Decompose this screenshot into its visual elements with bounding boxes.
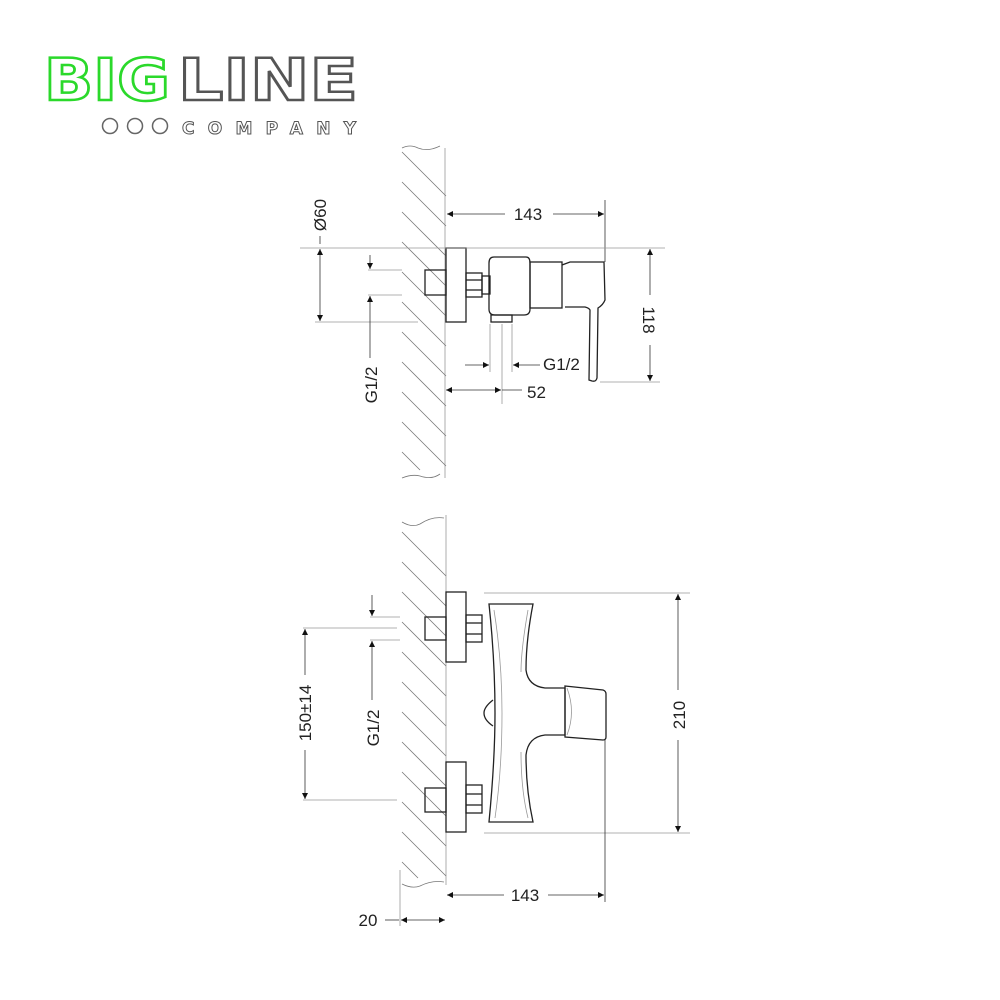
hatch-line <box>401 591 447 637</box>
hatch-line <box>401 151 447 197</box>
mixer-body-front <box>488 603 566 823</box>
front-inlet-thread-label: G1/2 <box>364 710 383 747</box>
hatch-line <box>401 561 447 607</box>
hatch-line <box>401 331 447 377</box>
logo-text-big: BIG <box>44 46 170 114</box>
lever-handle <box>561 261 606 382</box>
hatch-line <box>401 861 419 879</box>
hatch-line <box>401 181 447 227</box>
pipe-stub-top <box>424 616 447 641</box>
hatch-line <box>401 361 447 407</box>
shower-mixer-side <box>424 247 606 382</box>
hatch-line <box>401 621 447 667</box>
wall-section-bottom <box>401 515 447 888</box>
nut-top <box>465 614 483 643</box>
dimensions-side: 143 118 Ø60 G1/2 G1/2 52 <box>300 199 665 404</box>
lever-front <box>564 685 607 741</box>
side-height-label: 118 <box>639 306 658 333</box>
nut-bottom <box>465 784 483 814</box>
outlet-thread-label: G1/2 <box>543 355 580 374</box>
cartridge-housing <box>529 261 563 309</box>
wall-section-top <box>401 145 447 479</box>
logo-text-line: LINE <box>178 46 358 114</box>
logo-circles-icon <box>101 117 169 135</box>
hatch-line <box>401 741 447 787</box>
wall-rosette <box>445 247 467 323</box>
hatch-line <box>401 211 447 257</box>
inlet-spacing-label: 150±14 <box>296 685 315 742</box>
body-knob <box>483 699 494 727</box>
front-width-label: 143 <box>511 886 539 905</box>
rosette-diameter-label: Ø60 <box>311 199 330 231</box>
shower-mixer-front <box>424 591 607 833</box>
dimensions-front: 210 143 20 150±14 G1/2 <box>296 592 690 930</box>
hatch-line <box>401 391 447 437</box>
side-view: 143 118 Ø60 G1/2 G1/2 52 <box>300 145 665 479</box>
hatch-line <box>401 681 447 727</box>
logo-subtitle: COMPANY <box>182 119 357 139</box>
hatch-line <box>401 771 447 817</box>
side-width-label: 143 <box>514 205 542 224</box>
outlet <box>490 314 513 323</box>
hatch-line <box>401 421 447 467</box>
brand-logo: BIG LINE COMPANY <box>43 45 360 140</box>
hatch-line <box>401 241 447 287</box>
hatch-line <box>401 651 447 697</box>
hatch-line <box>401 271 447 317</box>
pipe-stub-bottom <box>424 787 447 813</box>
hatch-line <box>401 451 421 471</box>
hatch-line <box>401 711 447 757</box>
wall-rosette-top <box>445 591 467 663</box>
front-view: 210 143 20 150±14 G1/2 <box>296 515 690 930</box>
mixer-body <box>488 256 531 316</box>
hatch-line <box>401 801 447 847</box>
wall-rosette-bottom <box>445 761 467 833</box>
hatch-line <box>401 301 447 347</box>
hatch-line <box>401 831 447 877</box>
wall-offset-label: 20 <box>359 911 378 930</box>
side-inlet-thread-label: G1/2 <box>362 367 381 404</box>
front-height-label: 210 <box>670 701 689 729</box>
hatch-line <box>401 531 447 577</box>
outlet-distance-label: 52 <box>527 383 546 402</box>
nut <box>465 272 483 298</box>
